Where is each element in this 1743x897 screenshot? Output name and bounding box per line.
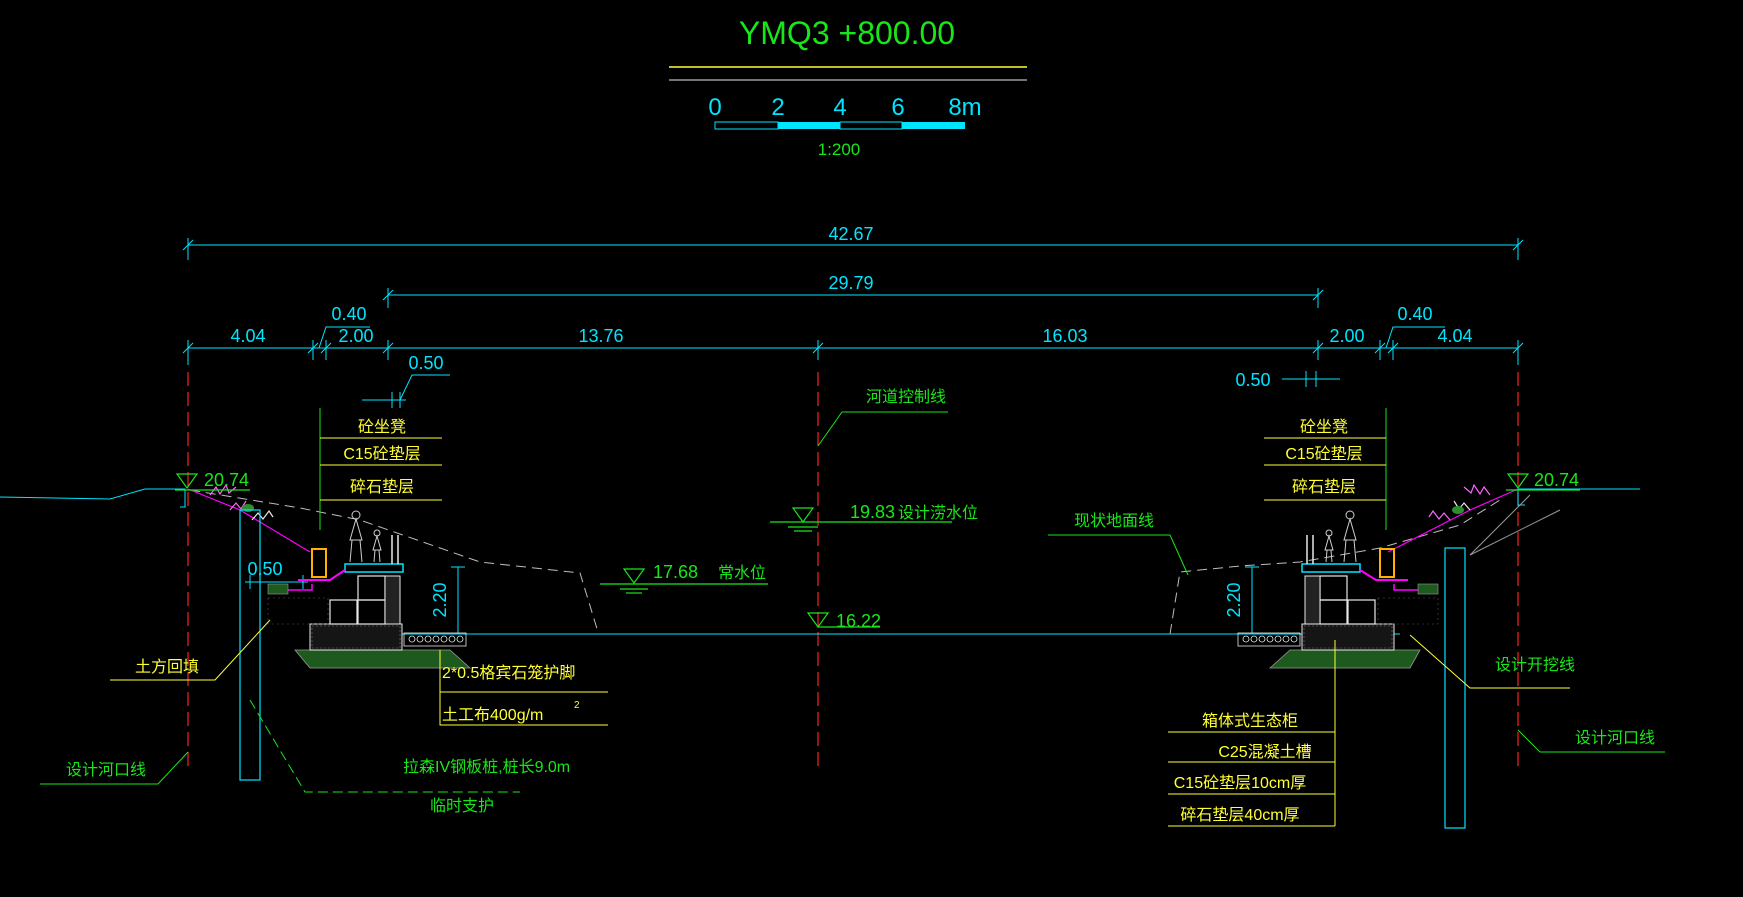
elev-bottom: 16.22 [836, 611, 881, 631]
right-base-fill [1268, 649, 1421, 669]
left-gravel-bed [309, 623, 403, 651]
right-box-3 [1319, 575, 1348, 601]
elev-left-bank: 20.74 [204, 470, 249, 490]
right-box-1 [1347, 599, 1376, 625]
scale-seg-1 [714, 121, 779, 130]
note-temp-support: 临时支护 [430, 797, 494, 815]
dim-total: 42.67 [828, 224, 873, 244]
leader-lines [40, 411, 1665, 827]
dim-left-wall: 2.00 [338, 326, 373, 346]
scale-tick-2: 2 [771, 94, 784, 121]
elev-design-flood-label: 设计涝水位 [898, 504, 978, 522]
dim-left-depth: 2.20 [430, 582, 450, 617]
note-gravel-40cm: 碎石垫层40cm厚 [1180, 806, 1299, 824]
right-top-slab [1301, 563, 1361, 573]
scale-seg-4 [902, 122, 965, 129]
right-box-2 [1319, 599, 1348, 625]
right-gravel-bed [1301, 623, 1395, 651]
dim-left-top: 0.40 [331, 304, 366, 324]
right-layer-stack: 砼坐凳 C15砼垫层 碎石垫层 [1264, 408, 1387, 530]
scale-tick-6: 6 [891, 94, 904, 121]
elev-design-flood: 19.83 [850, 502, 895, 522]
dim-right-wall: 2.00 [1329, 326, 1364, 346]
left-layer-stack: 砼坐凳 C15砼垫层 碎石垫层 [319, 408, 442, 530]
dim-left-berm: 4.04 [230, 326, 265, 346]
left-label-c15: C15砼垫层 [343, 445, 420, 463]
elevation-markers [175, 473, 1580, 629]
left-label-gravel: 碎石垫层 [350, 478, 414, 496]
note-river-control-line: 河道控制线 [866, 388, 946, 406]
title-block: YMQ3 +800.00 0 2 4 6 8m 1:200 [669, 15, 1027, 159]
note-geotextile: 土工布400g/m [442, 706, 543, 724]
left-bank-slope [187, 488, 311, 553]
note-c15-10cm: C15砼垫层10cm厚 [1174, 774, 1306, 792]
left-label-seat: 砼坐凳 [358, 418, 406, 436]
dim-right-berm: 4.04 [1437, 326, 1472, 346]
left-retaining-wall [209, 483, 472, 781]
scale-ratio: 1:200 [818, 140, 861, 159]
dimension-labels: 42.67 29.79 4.04 0.40 2.00 0.50 13.76 16… [230, 224, 1472, 618]
note-steel-pile: 拉森IV钢板桩,桩长9.0m [403, 758, 570, 776]
dim-left-toe: 0.50 [247, 559, 282, 579]
dim-right-gap: 0.50 [1235, 370, 1270, 390]
right-label-seat: 砼坐凳 [1300, 418, 1348, 436]
right-gabion [1237, 632, 1301, 647]
scale-bar: 0 2 4 6 8m 1:200 [708, 94, 981, 159]
scale-seg-3 [839, 121, 903, 130]
left-seat [311, 548, 327, 578]
right-seat [1379, 548, 1395, 578]
right-retaining-wall [1237, 483, 1491, 829]
left-top-slab [344, 563, 404, 573]
right-planting [1428, 483, 1491, 521]
existing-ground-dashed-right [1169, 499, 1501, 635]
dim-inner: 29.79 [828, 273, 873, 293]
note-existing-ground: 现状地面线 [1074, 512, 1154, 530]
left-steel-pile [239, 509, 261, 781]
scale-seg-2 [778, 122, 840, 129]
scale-tick-0: 0 [708, 94, 721, 121]
elevation-labels: 20.74 20.74 19.83 设计涝水位 17.68 常水位 16.22 [204, 470, 1579, 631]
note-design-bank-right: 设计河口线 [1575, 729, 1655, 747]
right-people-figure [1324, 510, 1357, 563]
red-centerlines [187, 372, 1519, 772]
elev-normal: 17.68 [653, 562, 698, 582]
dim-right-depth: 2.20 [1224, 582, 1244, 617]
section-title: YMQ3 +800.00 [739, 15, 955, 51]
scale-tick-8: 8m [948, 94, 981, 121]
dimensions [182, 238, 1524, 635]
note-toe-protection: 2*0.5格宾石笼护脚 [442, 664, 575, 682]
note-excavation-line: 设计开挖线 [1495, 656, 1575, 674]
left-gabion [403, 632, 467, 647]
dim-left-gap: 0.50 [408, 353, 443, 373]
right-bank-slope [1387, 488, 1519, 553]
left-people-figure [349, 510, 382, 563]
note-design-bank-left: 设计河口线 [66, 761, 146, 779]
right-label-gravel: 碎石垫层 [1292, 478, 1356, 496]
left-natural-ground [0, 488, 186, 508]
dim-right-top: 0.40 [1397, 304, 1432, 324]
left-box-3 [357, 575, 386, 601]
elev-normal-label: 常水位 [718, 564, 766, 582]
dim-left-half: 13.76 [578, 326, 623, 346]
right-label-c15: C15砼垫层 [1285, 445, 1362, 463]
note-fill: 土方回填 [135, 658, 199, 676]
left-box-1 [329, 599, 358, 625]
left-box-2 [357, 599, 386, 625]
dim-right-half: 16.03 [1042, 326, 1087, 346]
note-geotextile-sup: 2 [574, 700, 580, 711]
note-box-cabinet: 箱体式生态柜 [1202, 712, 1298, 730]
notes: 河道控制线 现状地面线 土方回填 设计河口线 拉森IV钢板桩,桩长9.0m 临时… [66, 388, 1655, 824]
right-steel-pile [1444, 547, 1466, 829]
elev-right-bank: 20.74 [1534, 470, 1579, 490]
scale-tick-4: 4 [833, 94, 846, 121]
note-c25-trough: C25混凝土槽 [1218, 743, 1311, 761]
